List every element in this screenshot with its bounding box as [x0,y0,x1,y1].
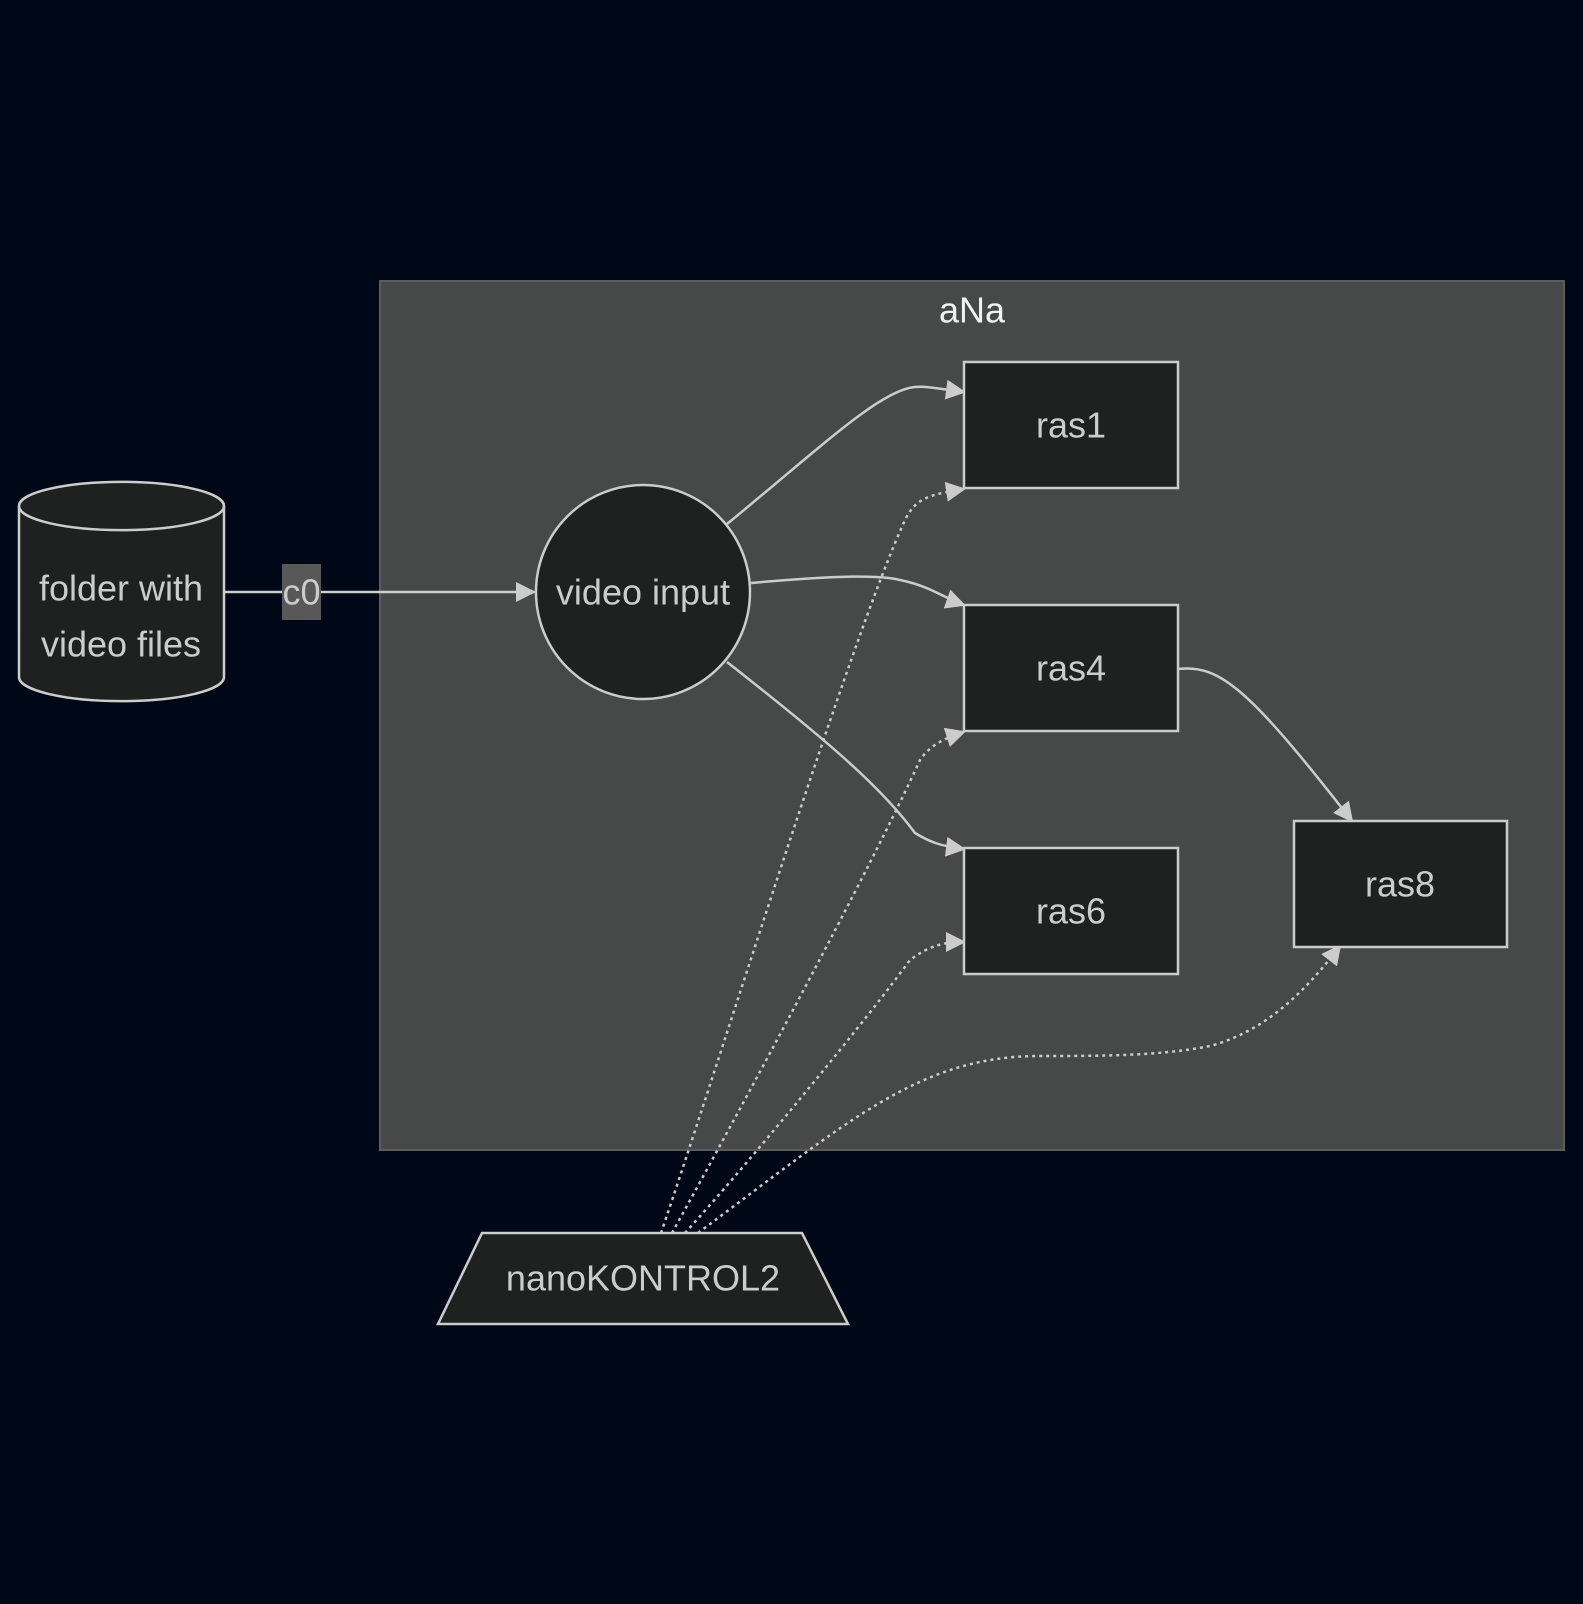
edge-ras4-to-ras8 [1177,667,1354,823]
node-ras1[interactable]: ras1 [962,360,1180,490]
ras6-label: ras6 [1036,891,1106,932]
edge-video-input-to-ras1 [726,379,966,525]
ras6-box [962,846,1180,976]
folder-label-line1: folder with [39,568,203,609]
edge-video-input-to-ras4 [750,575,966,609]
folder-label-line2: video files [41,624,201,665]
node-ras8[interactable]: ras8 [1292,819,1509,949]
ras1-box [962,360,1180,490]
edge-nanokontrol-to-ras6 [684,932,966,1234]
node-nanokontrol2[interactable]: nanoKONTROL2 [436,1231,851,1326]
nanokontrol2-trapezoid [436,1231,851,1326]
ras4-label: ras4 [1036,648,1106,689]
edge-video-input-to-ras6 [726,661,966,857]
cylinder-top-rim [17,505,226,532]
edges-solid [224,379,1354,857]
edge-label-c0: c0 [282,564,321,620]
ras1-label: ras1 [1036,405,1106,446]
video-input-circle [534,483,752,701]
node-folder-with-video-files[interactable]: folder with video files [17,480,226,703]
edge-label-c0-text: c0 [282,572,320,613]
edge-nanokontrol-to-ras4 [670,727,966,1234]
node-video-input[interactable]: video input [534,483,752,701]
node-ras4[interactable]: ras4 [962,603,1180,733]
node-ras6[interactable]: ras6 [962,846,1180,976]
edge-nanokontrol-to-ras8 [697,944,1342,1235]
cylinder-body [17,480,226,703]
ras8-box [1292,819,1509,949]
subgraph-ana-title: aNa [939,290,1006,331]
edge-label-c0-bg [282,564,321,620]
edge-nanokontrol-to-ras1 [659,481,966,1234]
video-input-label: video input [556,572,730,613]
ras8-label: ras8 [1365,864,1435,905]
ras4-box [962,603,1180,733]
edges-dotted [659,481,1342,1235]
nanokontrol2-label: nanoKONTROL2 [506,1258,780,1299]
